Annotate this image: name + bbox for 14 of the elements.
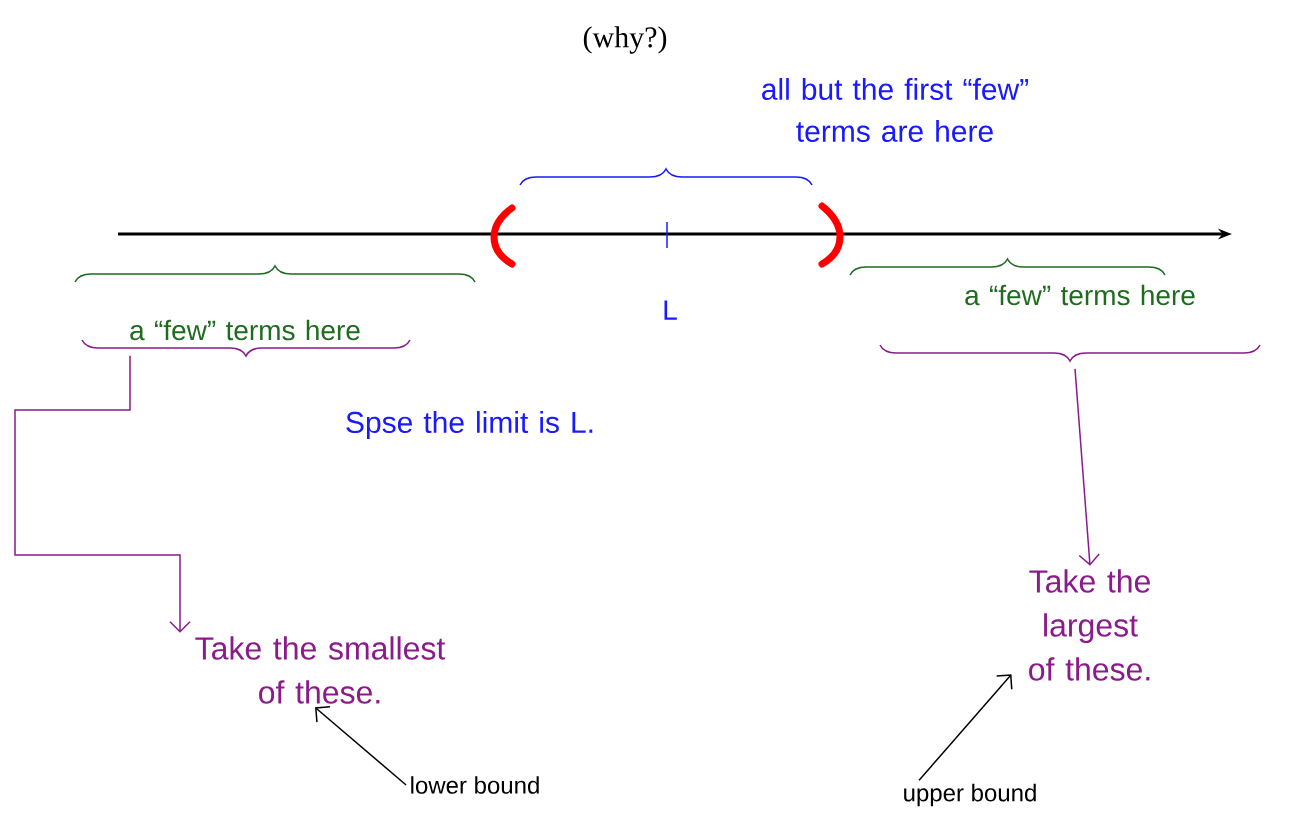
arrow	[14, 355, 191, 633]
arrow	[918, 674, 1013, 782]
handwritten-note: upper bound	[904, 783, 1036, 807]
arrow	[315, 706, 407, 786]
handwritten-note: all but the first “few” terms are here	[762, 78, 1029, 143]
handwritten-note: Take the smallest of these.	[195, 636, 446, 704]
handwritten-note: L	[664, 300, 677, 320]
handwritten-note: lower bound	[411, 776, 539, 794]
handwritten-note: a “few” terms here	[130, 319, 360, 341]
handwritten-note: a “few” terms here	[965, 284, 1195, 306]
handwritten-note: Take the largest of these.	[1029, 569, 1150, 681]
handwritten-note: Spse the limit is L.	[346, 411, 593, 439]
arrow	[1074, 368, 1100, 566]
heading: (why?)	[583, 26, 667, 54]
